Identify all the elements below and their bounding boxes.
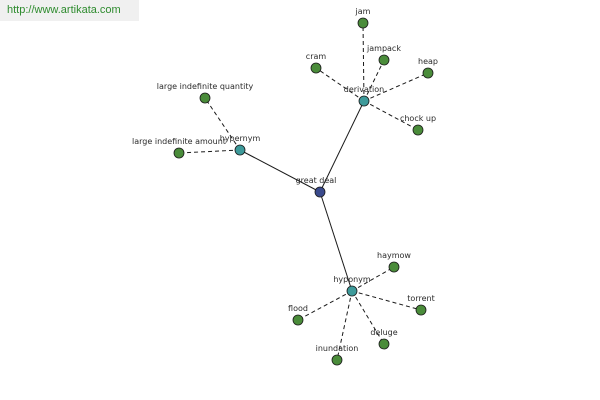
leaf-node-chock-up[interactable] xyxy=(412,124,424,136)
leaf-node-cram[interactable] xyxy=(310,62,322,74)
relation-label-hypernym: hypernym xyxy=(220,134,261,143)
edge-center-hyponym xyxy=(319,191,353,292)
leaf-node-torrent[interactable] xyxy=(415,304,427,316)
edge-hypernym-large-indefinite-amount xyxy=(178,149,241,154)
center-node[interactable] xyxy=(314,186,326,198)
relation-node-hypernym[interactable] xyxy=(234,144,246,156)
edge-derivation-cram xyxy=(315,67,365,102)
leaf-label-haymow: haymow xyxy=(377,251,411,260)
leaf-label-torrent: torrent xyxy=(407,294,434,303)
leaf-label-jampack: jampack xyxy=(366,44,401,53)
leaf-node-inundation[interactable] xyxy=(331,354,343,366)
leaf-label-large-indefinite-quantity: large indefinite quantity xyxy=(157,82,254,91)
edge-hyponym-flood xyxy=(297,290,353,321)
leaf-node-jampack[interactable] xyxy=(378,54,390,66)
edge-hypernym-large-indefinite-quantity xyxy=(204,97,241,151)
leaf-node-jam[interactable] xyxy=(357,17,369,29)
leaf-label-cram: cram xyxy=(306,52,327,61)
edge-hyponym-inundation xyxy=(336,290,353,361)
edge-hyponym-haymow xyxy=(351,266,395,292)
leaf-label-deluge: deluge xyxy=(370,328,397,337)
relation-label-derivation: derivation xyxy=(344,85,384,94)
leaf-label-heap: heap xyxy=(418,57,438,66)
edge-center-derivation xyxy=(319,100,365,193)
leaf-node-heap[interactable] xyxy=(422,67,434,79)
leaf-node-haymow[interactable] xyxy=(388,261,400,273)
leaf-label-inundation: inundation xyxy=(316,344,359,353)
leaf-label-jam: jam xyxy=(355,7,371,16)
relation-node-hyponym[interactable] xyxy=(346,285,358,297)
relation-node-derivation[interactable] xyxy=(358,95,370,107)
edge-derivation-heap xyxy=(363,72,429,102)
edge-hyponym-torrent xyxy=(351,290,422,311)
leaf-node-large-indefinite-quantity[interactable] xyxy=(199,92,211,104)
leaf-label-large-indefinite-amount: large indefinite amount xyxy=(132,137,226,146)
center-label: great deal xyxy=(296,176,337,185)
edge-derivation-jampack xyxy=(363,59,385,102)
leaf-label-chock-up: chock up xyxy=(400,114,436,123)
edge-derivation-jam xyxy=(362,22,365,102)
edge-hyponym-deluge xyxy=(351,290,385,345)
edge-derivation-chock-up xyxy=(363,100,419,131)
edge-center-hypernym xyxy=(239,149,321,193)
relation-label-hyponym: hyponym xyxy=(333,275,371,284)
watermark-url: http://www.artikata.com xyxy=(0,0,139,21)
leaf-node-deluge[interactable] xyxy=(378,338,390,350)
leaf-node-large-indefinite-amount[interactable] xyxy=(173,147,185,159)
leaf-node-flood[interactable] xyxy=(292,314,304,326)
leaf-label-flood: flood xyxy=(288,304,308,313)
